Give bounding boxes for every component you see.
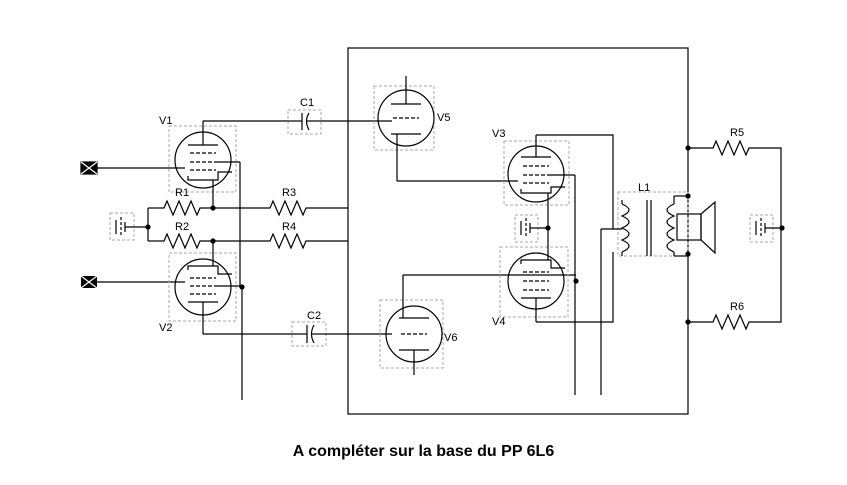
resistor-r4 — [266, 232, 348, 250]
tube-v5 — [373, 76, 435, 181]
capacitor-c1 — [287, 109, 322, 135]
label-l1: L1 — [638, 182, 650, 194]
tube-v4 — [499, 228, 569, 322]
label-r5: R5 — [730, 127, 744, 139]
input-terminal-bottom — [80, 275, 98, 289]
capacitor-c2 — [291, 321, 327, 347]
label-v3: V3 — [492, 128, 505, 140]
label-r6: R6 — [730, 301, 744, 313]
transformer-l1 — [601, 191, 689, 257]
label-r4: R4 — [282, 221, 296, 233]
diagram-caption: A compléter sur la base du PP 6L6 — [292, 443, 555, 460]
tube-v1 — [168, 121, 240, 208]
label-r3: R3 — [282, 187, 296, 199]
tube-v2 — [168, 241, 242, 334]
label-v1: V1 — [159, 115, 172, 127]
resistor-r5 — [688, 139, 782, 228]
label-v6: V6 — [444, 332, 457, 344]
label-v4: V4 — [492, 316, 505, 328]
label-c2: C2 — [307, 310, 321, 322]
ground-right — [749, 214, 782, 243]
tube-v3 — [503, 135, 575, 228]
label-r2: R2 — [175, 221, 189, 233]
input-terminal-top — [80, 161, 98, 175]
label-c1: C1 — [300, 97, 314, 109]
resistor-r3 — [266, 199, 348, 217]
label-v5: V5 — [437, 112, 450, 124]
resistor-r6 — [688, 228, 782, 331]
ground-center — [514, 214, 548, 243]
ground-left — [109, 212, 148, 241]
resistor-r1 — [160, 199, 213, 217]
label-r1: R1 — [175, 187, 189, 199]
label-v2: V2 — [159, 322, 172, 334]
speaker — [676, 200, 716, 255]
main-frame — [347, 47, 689, 415]
resistor-r2 — [160, 232, 213, 250]
tube-v6 — [379, 275, 444, 375]
